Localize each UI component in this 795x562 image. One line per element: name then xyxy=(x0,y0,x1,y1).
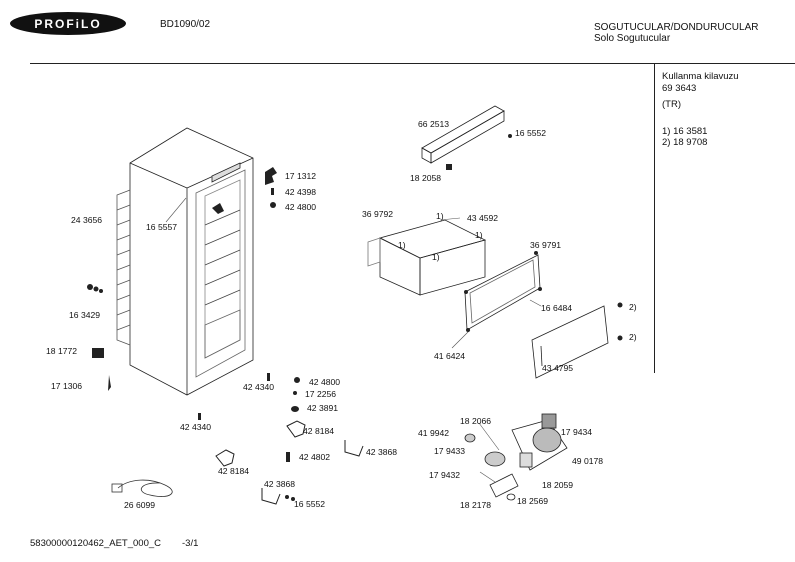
note-marker: 1) xyxy=(475,230,483,240)
part-label: 42 4800 xyxy=(309,377,341,387)
part-label: 66 2513 xyxy=(418,119,450,129)
part-label: 18 2569 xyxy=(517,496,549,506)
hardware-icons xyxy=(87,134,623,501)
part-label: 18 2058 xyxy=(410,173,442,183)
part-label: 42 3868 xyxy=(264,479,296,489)
part-label: 17 9432 xyxy=(429,470,461,480)
part-label: 41 9942 xyxy=(418,428,450,438)
page-indicator: -3/1 xyxy=(182,538,199,549)
part-label: 18 2059 xyxy=(542,480,574,490)
part-label: 16 5557 xyxy=(146,222,178,232)
part-label: 42 4340 xyxy=(180,422,212,432)
part-label: 16 5552 xyxy=(294,499,326,509)
part-label: 17 9434 xyxy=(561,427,593,437)
crisper-frame xyxy=(464,254,541,331)
category-title: SOGUTUCULAR/DONDURUCULAR xyxy=(594,22,759,33)
part-label: 24 3656 xyxy=(71,215,103,225)
part-label: 41 6424 xyxy=(434,351,466,361)
power-cord xyxy=(111,479,173,497)
language-code: (TR) xyxy=(662,99,681,110)
note-marker: 2) xyxy=(629,302,637,312)
part-label: 42 3891 xyxy=(307,403,339,413)
note-2: 2) 18 9708 xyxy=(662,137,708,148)
note-marker: 1) xyxy=(436,211,444,221)
note-marker: 2) xyxy=(629,332,637,342)
part-label: 49 0178 xyxy=(572,456,604,466)
part-label: 26 6099 xyxy=(124,500,156,510)
part-label: 17 9433 xyxy=(434,446,466,456)
thermostat-housing xyxy=(464,413,568,501)
part-label: 17 1312 xyxy=(285,171,317,181)
leader-lines xyxy=(165,197,542,483)
category-subtitle: Solo Sogutucular xyxy=(594,33,671,44)
note-marker: 1) xyxy=(398,240,406,250)
part-label: 17 1306 xyxy=(51,381,83,391)
top-trim-strip xyxy=(421,105,505,164)
bracket-icons xyxy=(215,420,364,505)
part-label: 36 9791 xyxy=(530,240,562,250)
part-label: 17 2256 xyxy=(305,389,337,399)
part-label: 42 8184 xyxy=(303,426,335,436)
part-label: 16 5552 xyxy=(515,128,547,138)
part-label: 16 6484 xyxy=(541,303,573,313)
part-label: 42 8184 xyxy=(218,466,250,476)
note-marker: 1) xyxy=(432,252,440,262)
manual-label: Kullanma kilavuzu xyxy=(662,71,739,82)
crisper-box xyxy=(367,219,487,296)
part-label: 42 4800 xyxy=(285,202,317,212)
part-label: 43 4795 xyxy=(542,363,574,373)
brand-logo: PROFiLO xyxy=(10,12,126,35)
side-panel-divider xyxy=(654,63,655,373)
part-label: 43 4592 xyxy=(467,213,499,223)
part-label: 42 4340 xyxy=(243,382,275,392)
part-label: 18 2066 xyxy=(460,416,492,426)
part-label: 42 3868 xyxy=(366,447,398,457)
model-number: BD1090/02 xyxy=(160,19,211,30)
cabinet-body xyxy=(129,127,254,396)
part-label: 42 4398 xyxy=(285,187,317,197)
note-1: 1) 16 3581 xyxy=(662,126,708,137)
document-id: 58300000120462_AET_000_C xyxy=(30,538,162,549)
part-label: 42 4802 xyxy=(299,452,331,462)
manual-number: 69 3643 xyxy=(662,83,697,94)
door-panel xyxy=(531,305,609,379)
condenser-grid xyxy=(116,189,131,346)
part-label: 18 1772 xyxy=(46,346,78,356)
part-label: 36 9792 xyxy=(362,209,394,219)
part-label: 16 3429 xyxy=(69,310,101,320)
header-divider xyxy=(30,63,795,64)
part-label: 18 2178 xyxy=(460,500,492,510)
